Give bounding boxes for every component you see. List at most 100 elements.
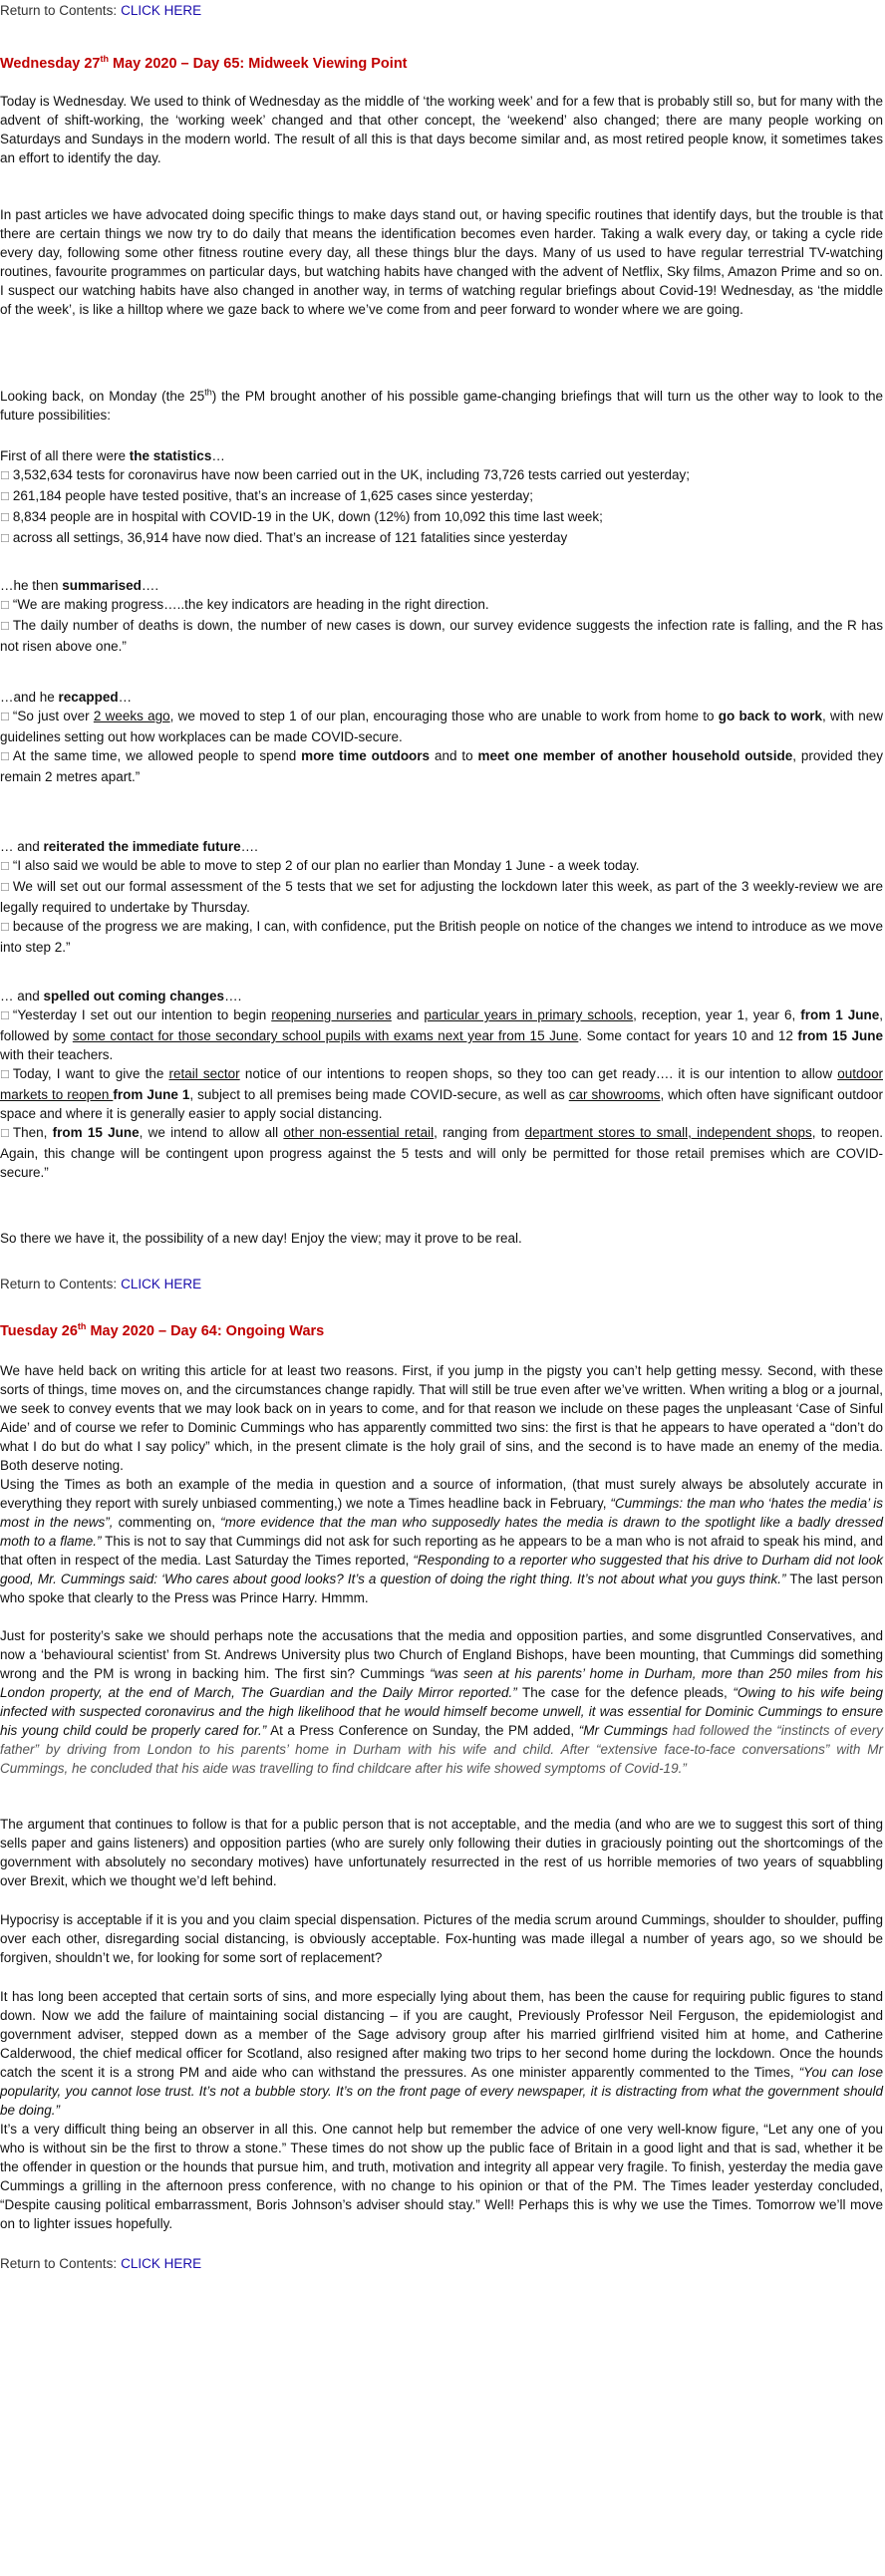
text: At a Press Conference on Sunday, the PM … (266, 1723, 579, 1738)
paragraph: We have held back on writing this articl… (0, 1363, 883, 1473)
text: 2 weeks ago (93, 709, 170, 723)
text: The last person who spoke that clearly t… (0, 1572, 883, 1605)
changes-section: … and spelled out coming changes…. ☐“Yes… (0, 987, 883, 1182)
text: It has long been accepted that certain s… (0, 1989, 883, 2080)
bullet-box-icon: ☐ (0, 600, 10, 612)
text: particular years in primary schools (424, 1007, 634, 1022)
text: “We are making progress…..the key indica… (12, 597, 489, 612)
text: The daily number of deaths is down, the … (0, 618, 883, 654)
return-to-contents: Return to Contents:CLICK HERE (0, 1275, 883, 1293)
text: Today, I want to give the (12, 1066, 169, 1081)
text: …. (240, 839, 258, 854)
bullet-box-icon: ☐ (0, 751, 10, 763)
text: from 15 June (52, 1125, 140, 1140)
bullet-box-icon: ☐ (0, 861, 10, 873)
bullet-box-icon: ☐ (0, 533, 10, 545)
text: Just for posterity’s sake we should perh… (0, 1628, 883, 1681)
text: spelled out coming changes (43, 989, 225, 1003)
bullet-box-icon: ☐ (0, 1128, 10, 1140)
text: go back to work (718, 709, 823, 723)
heading-title: May 2020 – Day 64: Ongoing Wars (86, 1323, 325, 1339)
text: , we moved to step 1 of our plan, encour… (169, 709, 719, 723)
text: some contact for those secondary school … (72, 1028, 579, 1043)
bullet-item: ☐across all settings, 36,914 have now di… (0, 528, 883, 549)
bullet-box-icon: ☐ (0, 712, 10, 723)
bullet-item: ☐We will set out our formal assessment o… (0, 877, 883, 917)
text: …and he (0, 690, 59, 705)
text: from 15 June (797, 1028, 883, 1043)
text: … (118, 690, 133, 705)
bullet-item: ☐Then, from 15 June, we intend to allow … (0, 1123, 883, 1182)
text: the statistics (129, 448, 212, 463)
text: 3,532,634 tests for coronavirus have now… (12, 467, 691, 482)
paragraph: It’s a very difficult thing being an obs… (0, 2122, 883, 2231)
text: … (211, 448, 225, 463)
paragraph: The argument that continues to follow is… (0, 1817, 883, 1888)
return-to-contents: Return to Contents:CLICK HERE (0, 2254, 883, 2273)
paragraph: Just for posterity’s sake we should perh… (0, 1626, 883, 1778)
text: … and (0, 839, 44, 854)
text: Then, (12, 1125, 53, 1140)
text: and to (430, 748, 478, 763)
text: , ranging from (434, 1125, 525, 1140)
return-label: Return to Contents: (0, 1277, 118, 1291)
text: car showrooms (568, 1087, 661, 1102)
text: from June 1 (113, 1087, 190, 1102)
article-heading: Tuesday 26th May 2020 – Day 64: Ongoing … (0, 1322, 883, 1341)
heading-title: May 2020 – Day 65: Midweek Viewing Point (108, 56, 408, 72)
text: more time outdoors (301, 748, 431, 763)
bullet-item: ☐8,834 people are in hospital with COVID… (0, 507, 883, 528)
heading-date: Tuesday 26 (0, 1323, 78, 1339)
paragraph: Looking back, on Monday (the 25th) the P… (0, 387, 883, 425)
click-here-link[interactable]: CLICK HERE (121, 1277, 202, 1291)
bullet-box-icon: ☐ (0, 512, 10, 524)
bullet-item: ☐“Yesterday I set out our intention to b… (0, 1005, 883, 1064)
paragraph: In past articles we have advocated doing… (0, 207, 883, 317)
bullet-item: ☐261,184 people have tested positive, th… (0, 486, 883, 507)
text: … and (0, 989, 44, 1003)
text: ) the PM brought another of his possible… (0, 389, 883, 423)
quote: “Owing to his wife being infected with s… (0, 1685, 883, 1738)
click-here-link[interactable]: CLICK HERE (121, 2256, 202, 2271)
text: Looking back, on Monday (the 25 (0, 389, 205, 404)
quote: had followed the “instincts of every fat… (0, 1723, 883, 1776)
closing-line: So there we have it, the possibility of … (0, 1231, 522, 1246)
text: reiterated the immediate future (43, 839, 241, 854)
bullet-box-icon: ☐ (0, 470, 10, 482)
text: …. (224, 989, 242, 1003)
text: across all settings, 36,914 have now die… (12, 530, 568, 545)
text: and (391, 1007, 425, 1022)
paragraph: It has long been accepted that certain s… (0, 1987, 883, 2120)
text: This is not to say that Cummings did not… (0, 1534, 884, 1568)
bullet-item: ☐3,532,634 tests for coronavirus have no… (0, 465, 883, 486)
text: At the same time, we allowed people to s… (12, 748, 302, 763)
return-label: Return to Contents: (0, 3, 118, 18)
paragraph: Hypocrisy is acceptable if it is you and… (0, 1912, 883, 1965)
text: First of all there were (0, 448, 130, 463)
bullet-box-icon: ☐ (0, 1010, 10, 1022)
text: notice of our intentions to reopen shops… (239, 1066, 838, 1081)
recapped-section: …and he recapped… ☐“So just over 2 weeks… (0, 688, 883, 786)
statistics-section: First of all there were the statistics… … (0, 446, 883, 549)
click-here-link[interactable]: CLICK HERE (121, 3, 202, 18)
text: th (204, 387, 212, 398)
text: from 1 June (800, 1007, 880, 1022)
text: , subject to all premises being made COV… (189, 1087, 569, 1102)
section-intro: …and he recapped… (0, 688, 883, 707)
bullet-item: ☐because of the progress we are making, … (0, 917, 883, 957)
text: 8,834 people are in hospital with COVID-… (12, 509, 603, 524)
text: , with new guidelines setting out how wo… (0, 709, 883, 744)
text: . Some contact for years 10 and 12 (578, 1028, 798, 1043)
heading-sup: th (77, 1321, 87, 1332)
bullet-box-icon: ☐ (0, 922, 10, 934)
reiterated-section: … and reiterated the immediate future…. … (0, 837, 883, 957)
bullet-item: ☐At the same time, we allowed people to … (0, 746, 883, 786)
text: Using the Times as both an example of th… (0, 1477, 883, 1511)
bullet-item: ☐“We are making progress…..the key indic… (0, 595, 883, 616)
text: summarised (62, 578, 142, 593)
text: because of the progress we are making, I… (0, 919, 883, 955)
text: meet one member of another household out… (477, 748, 793, 763)
text: retail sector (168, 1066, 240, 1081)
return-label: Return to Contents: (0, 2256, 118, 2271)
quote: “You can lose popularity, you cannot los… (0, 2065, 883, 2118)
